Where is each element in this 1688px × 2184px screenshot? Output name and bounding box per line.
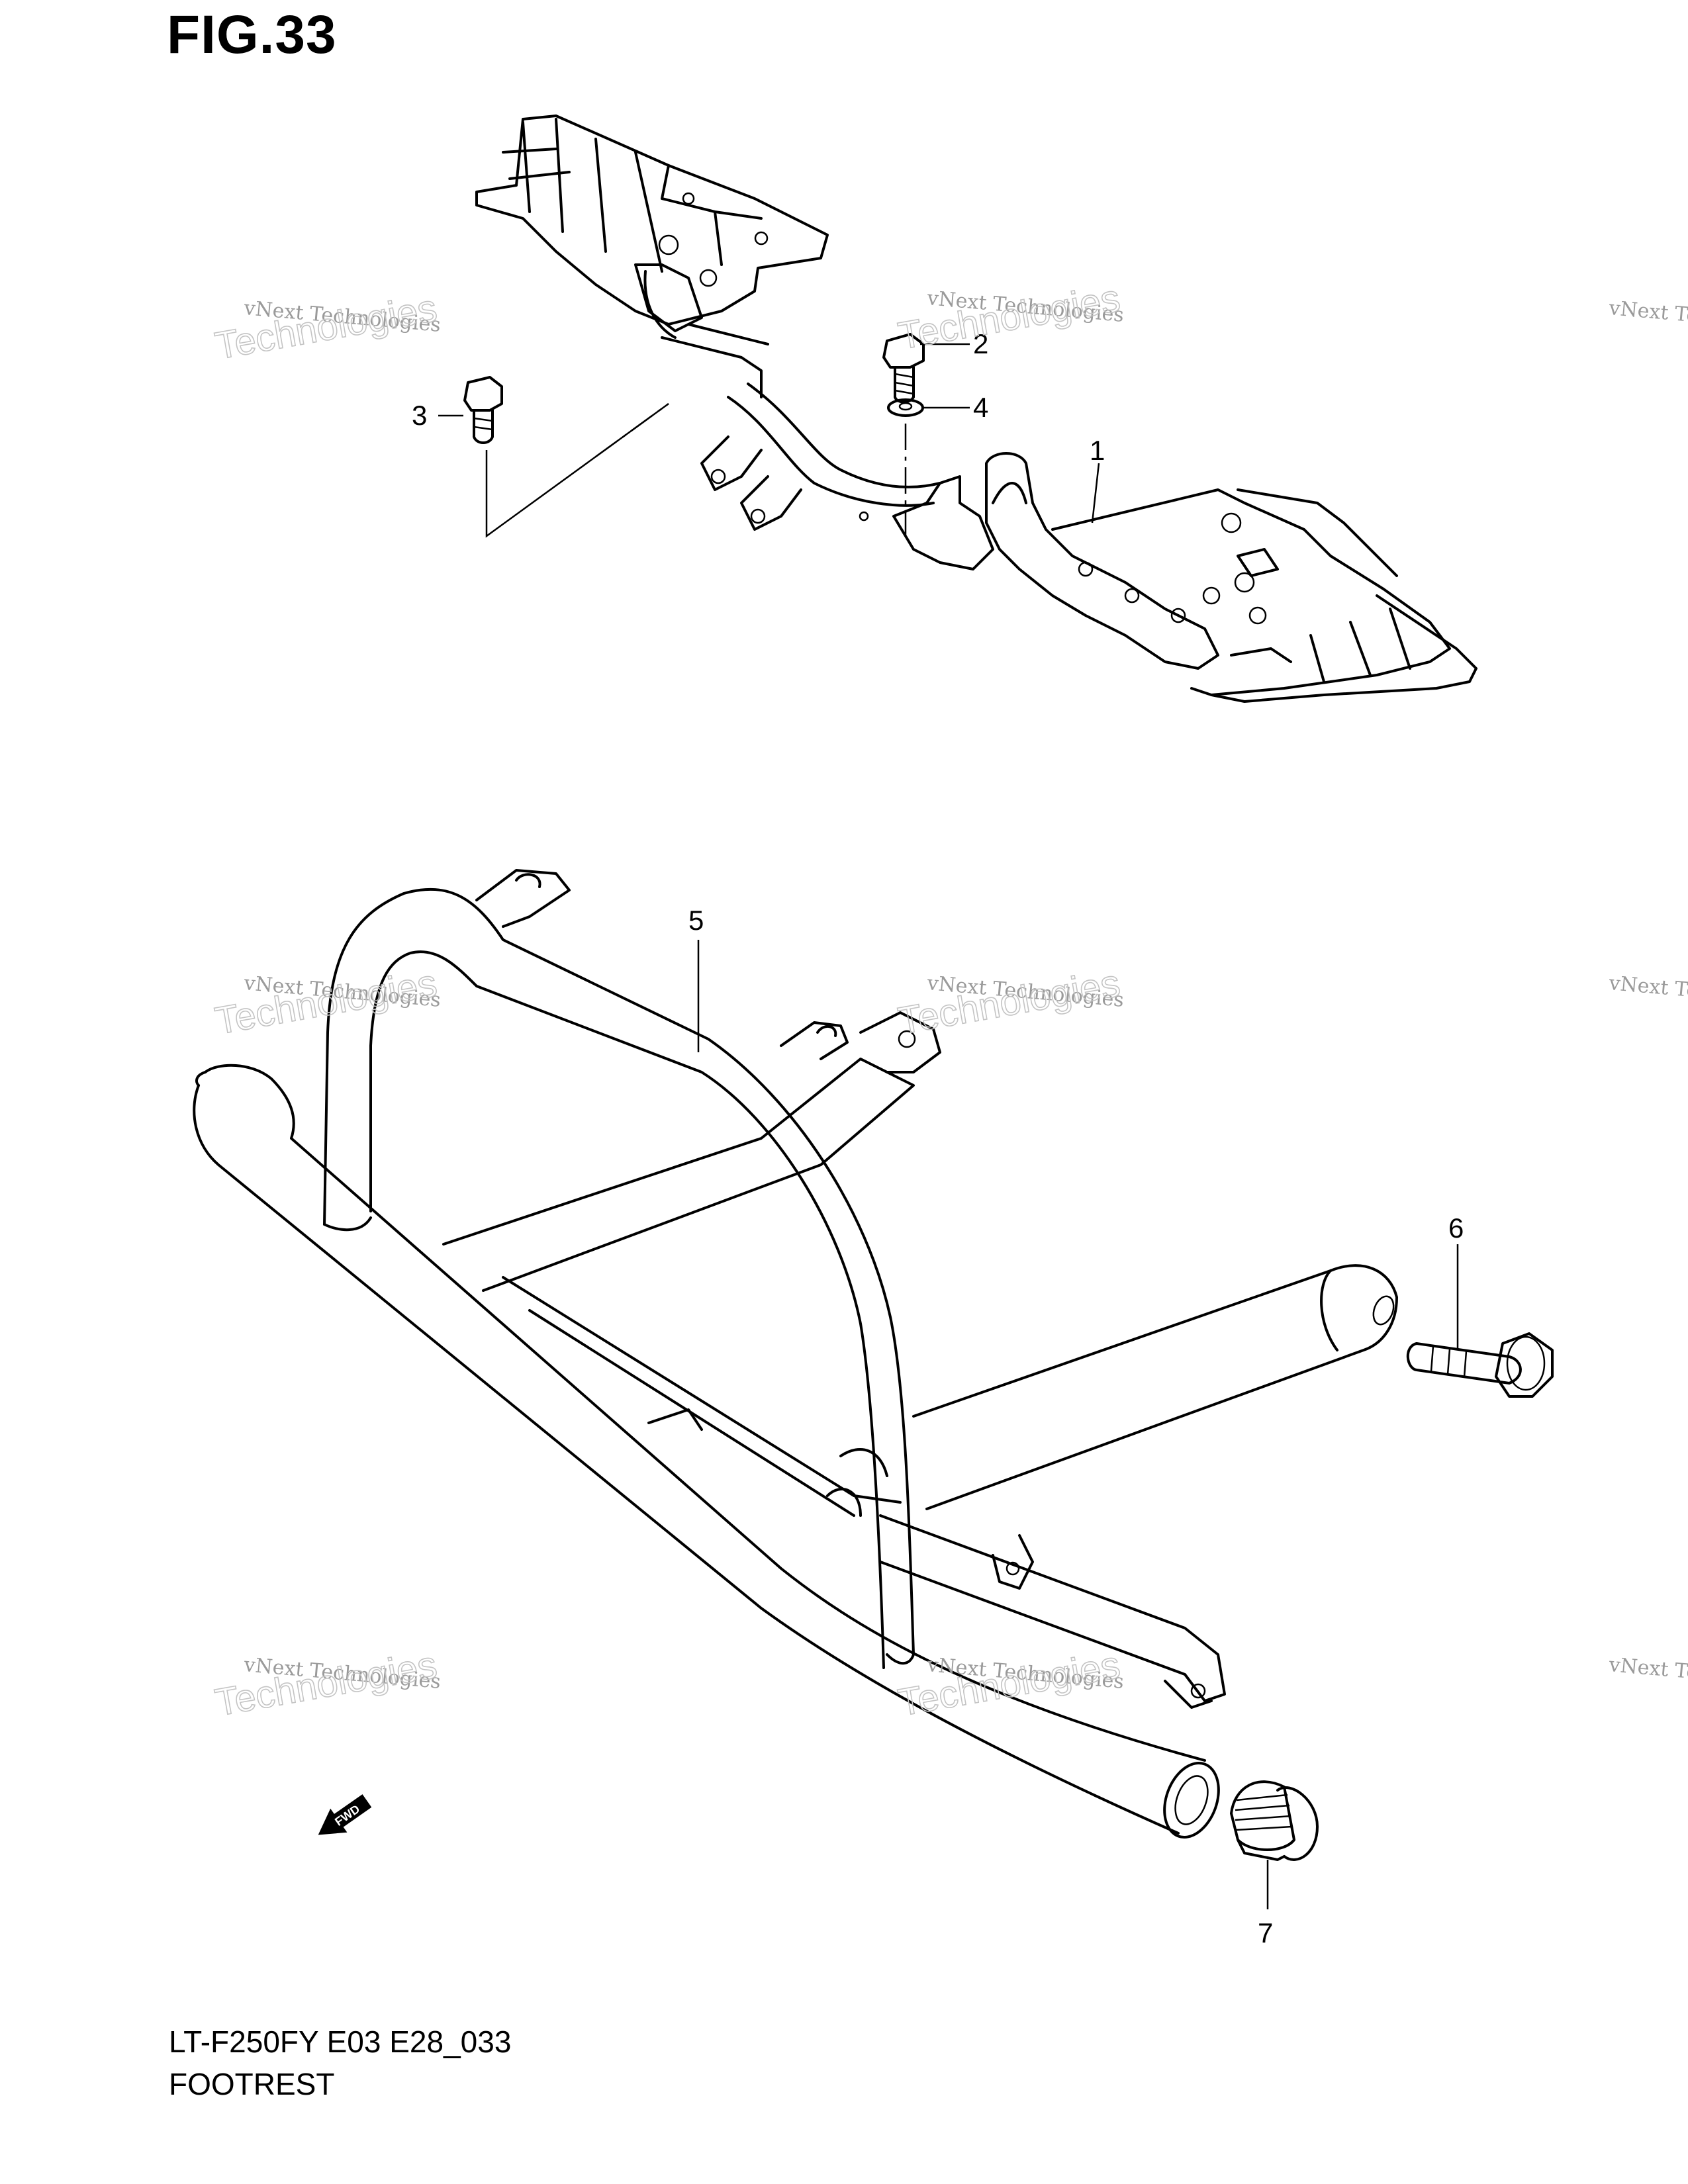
callout-3: 3 bbox=[412, 400, 427, 431]
watermark: vNext Technologies Technologies bbox=[894, 1643, 1125, 1725]
leader-lines-lower bbox=[697, 940, 1459, 1909]
bolt-part-6 bbox=[1406, 1332, 1554, 1398]
fwd-direction-arrow: FWD bbox=[318, 1794, 372, 1835]
callout-5: 5 bbox=[688, 905, 704, 936]
plug-part-7 bbox=[1230, 1780, 1319, 1861]
svg-text:vNext Technologies: vNext Technologies bbox=[1607, 972, 1688, 1012]
bolt-part-2 bbox=[882, 333, 925, 404]
svg-text:vNext Technologies: vNext Technologies bbox=[1607, 296, 1688, 337]
figure-title: FIG.33 bbox=[167, 5, 337, 65]
section-title: FOOTREST bbox=[169, 2067, 335, 2101]
front-guard-part-5 bbox=[193, 869, 1398, 1839]
svg-text:vNext Technologies: vNext Technologies bbox=[1607, 1653, 1688, 1694]
model-code: LT-F250FY E03 E28_033 bbox=[169, 2025, 512, 2059]
callout-2: 2 bbox=[973, 328, 988, 359]
watermark-edge: vNext Technologies bbox=[1607, 1653, 1688, 1694]
watermark: vNext Technologies Technologies bbox=[894, 276, 1125, 358]
callout-4: 4 bbox=[973, 392, 988, 423]
watermarks: vNext Technologies Technologies vNext Te… bbox=[211, 276, 1688, 1725]
leader-lines-upper bbox=[438, 343, 1100, 538]
callout-numbers: 2 4 3 1 5 6 7 bbox=[412, 328, 1464, 1948]
watermark-edge: vNext Technologies bbox=[1607, 296, 1688, 337]
callout-7: 7 bbox=[1258, 1917, 1273, 1948]
callout-1: 1 bbox=[1090, 435, 1105, 466]
callout-6: 6 bbox=[1448, 1212, 1464, 1244]
bolt-part-3 bbox=[463, 376, 503, 444]
footrest-bracket-part-1 bbox=[475, 114, 1477, 703]
watermark: vNext Technologies Technologies bbox=[211, 286, 442, 368]
watermark: vNext Technologies Technologies bbox=[211, 1643, 442, 1725]
watermark: vNext Technologies Technologies bbox=[894, 961, 1125, 1043]
watermark-edge: vNext Technologies bbox=[1607, 972, 1688, 1012]
